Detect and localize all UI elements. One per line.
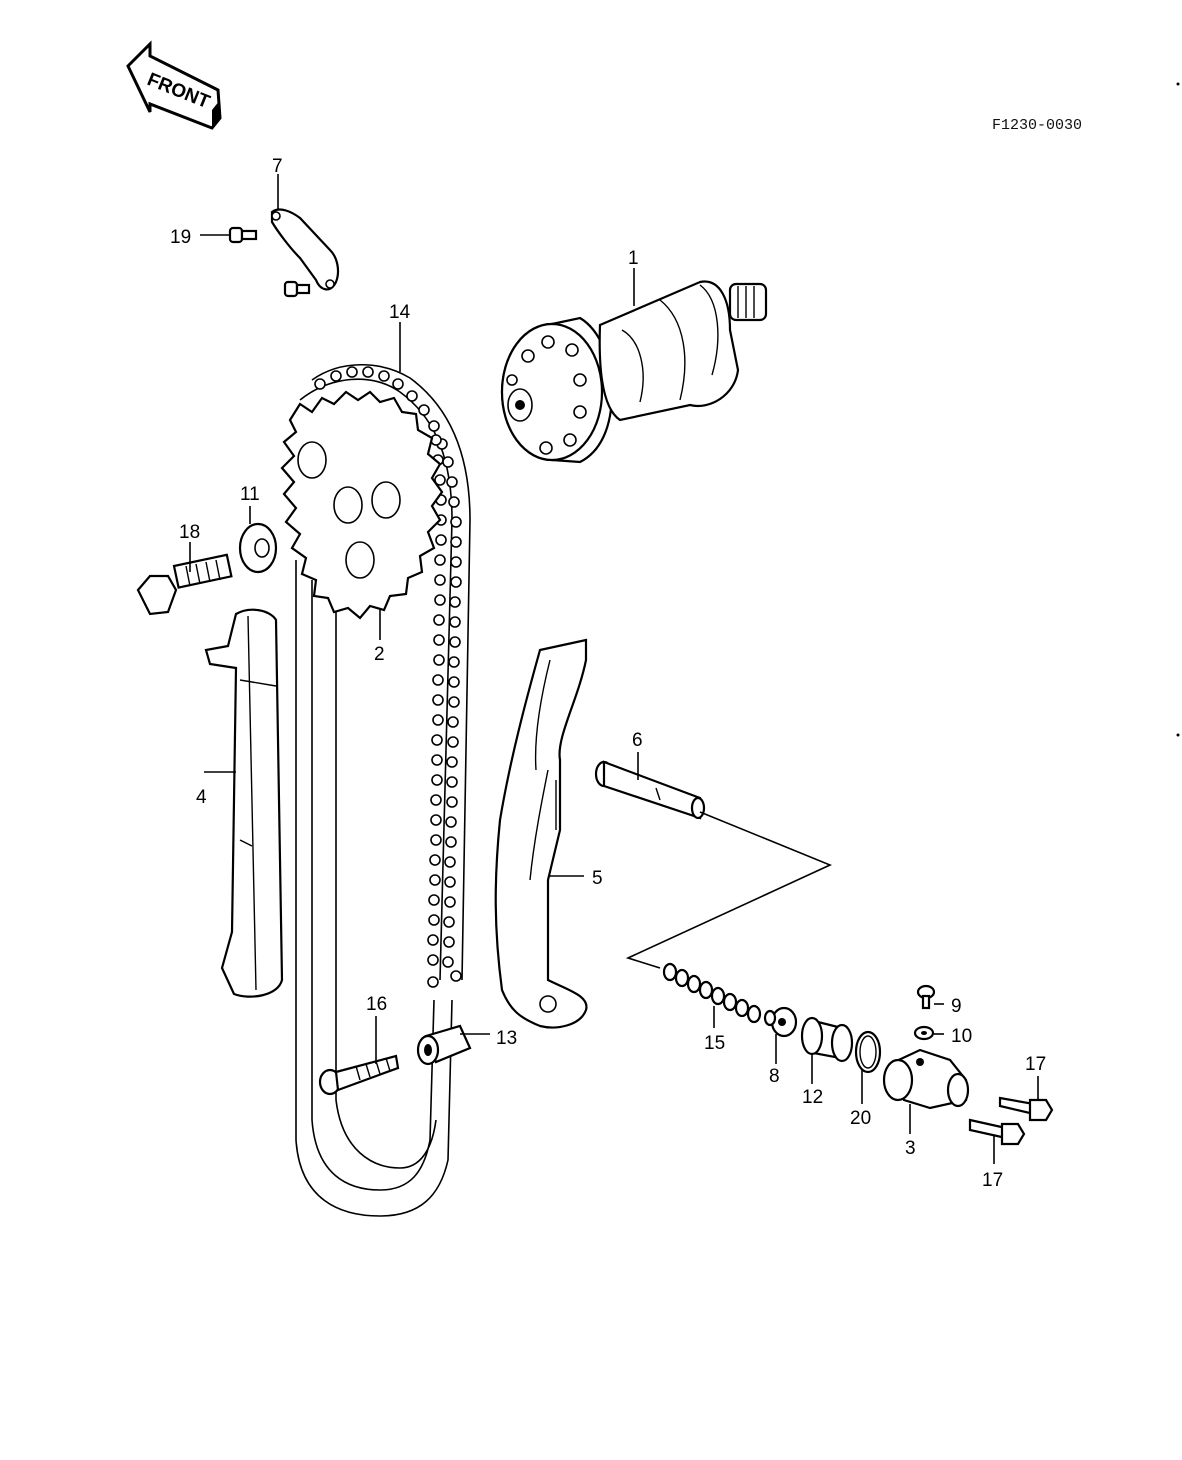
sprocket-part-2 [280,390,444,620]
callout-19: 19 [170,227,191,248]
callout-15: 15 [704,1033,725,1054]
callout-2: 2 [374,644,385,665]
bolt-part-18 [136,553,233,616]
push-rod-part-12 [800,1016,854,1063]
callout-1: 1 [628,248,639,269]
leader-lines [189,174,1039,1164]
screw-part-19b-icon [283,280,311,298]
camshaft-part-1 [500,280,768,464]
callout-10: 10 [951,1026,972,1047]
washer-part-10-icon [913,1025,935,1041]
drawing-code: F1230-0030 [992,117,1082,134]
assembly-leader-line [625,811,833,969]
bolt-part-17a-icon [998,1096,1054,1122]
callout-3: 3 [905,1138,916,1159]
screw-part-9-icon [916,984,936,1010]
cam-chain-part-14 [295,363,471,1217]
callout-11: 11 [240,484,260,505]
callout-12: 12 [802,1087,823,1108]
screw-part-19-icon [228,226,258,244]
callout-5: 5 [592,868,603,889]
chain-guide-part-4 [204,608,284,998]
callout-16: 16 [366,994,387,1015]
collar-part-13 [416,1024,472,1066]
callout-17-top: 17 [1025,1054,1046,1075]
bolt-part-17b-icon [968,1118,1026,1146]
callout-7: 7 [272,156,283,177]
tensioner-arm-part-5 [494,638,588,1029]
spring-part-15 [662,962,762,1024]
front-arrow-icon: FRONT [126,40,222,130]
callout-17-bottom: 17 [982,1170,1003,1191]
callout-13: 13 [496,1028,517,1049]
callout-9: 9 [951,996,962,1017]
chain-links [314,366,462,988]
callout-4: 4 [196,787,207,808]
check-ball-part-8 [763,1006,798,1038]
callout-14: 14 [389,302,411,323]
callout-6: 6 [632,730,643,751]
bolt-part-16 [318,1054,400,1096]
callout-18: 18 [179,522,200,543]
tensioner-body-part-3 [882,1048,970,1110]
callout-20: 20 [850,1108,871,1129]
pin-part-6 [594,760,706,820]
washer-part-11 [238,522,278,574]
o-ring-part-20 [854,1030,882,1074]
guide-plate-part-7 [270,208,340,291]
callout-8: 8 [769,1066,780,1087]
callout-labels: 7 19 1 14 11 18 2 6 4 5 9 16 10 13 15 17… [170,156,1046,1191]
